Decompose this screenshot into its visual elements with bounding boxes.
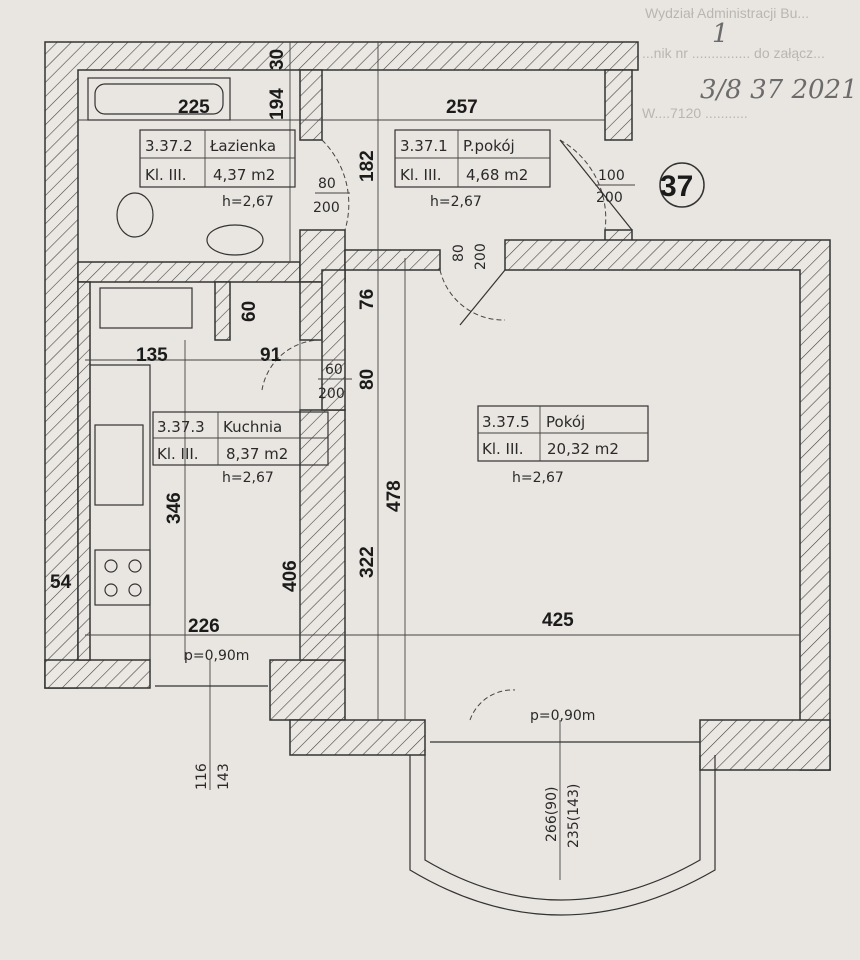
unit-number: 37 (660, 170, 693, 203)
dim-257: 257 (446, 97, 478, 118)
dim-406: 406 (280, 560, 301, 592)
room-door-height: 200 (473, 243, 489, 270)
stamp-office: Wydział Administracji Bu... (645, 5, 809, 21)
room-area: 4,68 m2 (466, 166, 528, 184)
entry-door-width: 100 (598, 168, 625, 184)
dim-226: 226 (188, 616, 220, 637)
dim-194: 194 (267, 88, 288, 120)
room-height: h=2,67 (430, 194, 482, 210)
handwritten-ref: 3/8 37 2021 (700, 75, 858, 105)
room-class: Kl. III. (400, 166, 442, 184)
room-area: 20,32 m2 (547, 440, 619, 458)
approval-stamp: Wydział Administracji Bu... ...nik nr ..… (642, 5, 858, 121)
kitchen-door-height: 200 (318, 386, 345, 402)
dim-91: 91 (260, 345, 282, 366)
stamp-line2: ...nik nr ............... do załącz... (642, 45, 825, 61)
dim-76: 76 (357, 289, 378, 310)
dim-60: 60 (239, 301, 260, 322)
kitchen-window-label: p=0,90m (184, 648, 249, 664)
room-door-width: 80 (451, 244, 467, 262)
dim-266: 266(90) (544, 787, 560, 842)
walls (44, 41, 831, 771)
room-storage: 3.37.1 P.pokój Kl. III. 4,68 m2 h=2,67 (394, 129, 551, 210)
entry-door-height: 200 (596, 190, 623, 206)
dim-425: 425 (542, 610, 574, 631)
room-class: Kl. III. (482, 440, 524, 458)
sink-icon (206, 224, 264, 256)
room-class: Kl. III. (145, 166, 187, 184)
unit-number-circle (659, 162, 705, 208)
bath-door-width: 80 (318, 176, 336, 192)
room-height: h=2,67 (222, 194, 274, 210)
kitchen-sink-icon (94, 424, 144, 506)
room-area: 8,37 m2 (226, 445, 288, 463)
radiator-icon (99, 287, 193, 329)
room-name: Kuchnia (223, 418, 282, 436)
bathtub-inner (94, 83, 224, 115)
stamp-line3: W....7120 ........... (642, 105, 748, 121)
dim-235: 235(143) (566, 784, 582, 848)
room-area: 4,37 m2 (213, 166, 275, 184)
dim-346: 346 (164, 492, 185, 524)
dimensions: 30 194 225 257 182 60 76 135 91 80 346 4… (50, 49, 582, 848)
dim-30: 30 (267, 49, 288, 70)
dim-116: 116 (194, 763, 210, 790)
room-kitchen: 3.37.3 Kuchnia Kl. III. 8,37 m2 h=2,67 (152, 411, 329, 486)
fixtures (87, 77, 264, 660)
dim-80: 80 (357, 369, 378, 390)
bath-door-height: 200 (313, 200, 340, 216)
room-class: Kl. III. (157, 445, 199, 463)
toilet-icon (116, 192, 154, 238)
dim-54: 54 (50, 572, 72, 593)
kitchen-door-width: 60 (325, 362, 343, 378)
room-height: h=2,67 (222, 470, 274, 486)
room-height: h=2,67 (512, 470, 564, 486)
handwritten-mark: 1 (712, 19, 729, 49)
dim-135: 135 (136, 345, 168, 366)
dim-182: 182 (357, 150, 378, 182)
room-name: P.pokój (463, 137, 515, 155)
room-name: Łazienka (209, 137, 276, 155)
dim-322: 322 (357, 546, 378, 578)
room-living: 3.37.5 Pokój Kl. III. 20,32 m2 h=2,67 (477, 405, 649, 486)
room-id: 3.37.5 (482, 413, 530, 431)
room-name: Pokój (546, 413, 585, 431)
dim-143: 143 (216, 763, 232, 790)
bathtub-icon (87, 77, 231, 121)
room-window-label: p=0,90m (530, 708, 595, 724)
room-bathroom: 3.37.2 Łazienka Kl. III. 4,37 m2 h=2,67 (139, 129, 296, 210)
room-id: 3.37.1 (400, 137, 448, 155)
room-id: 3.37.3 (157, 418, 205, 436)
dim-225: 225 (178, 97, 210, 118)
dim-478: 478 (384, 480, 405, 512)
room-id: 3.37.2 (145, 137, 193, 155)
door-labels: 80 200 100 200 80 200 60 200 p=0,90m p=0… (184, 168, 635, 724)
